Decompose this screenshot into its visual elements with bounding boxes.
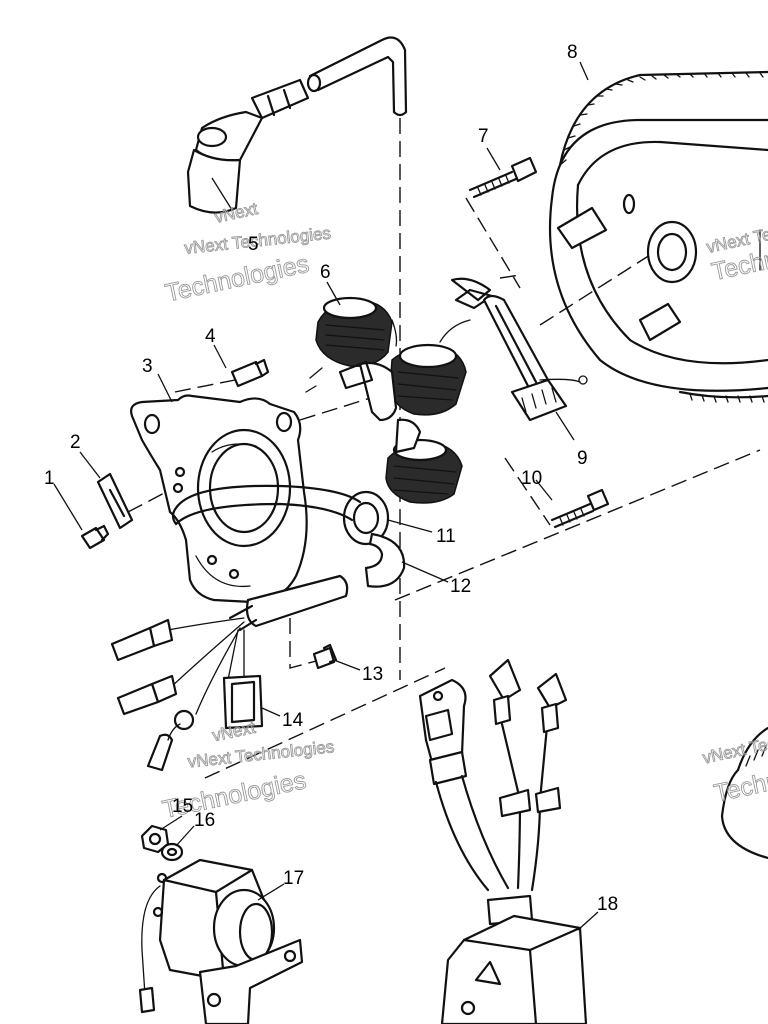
callout-8: 8: [567, 42, 578, 63]
callout-3: 3: [142, 356, 153, 377]
callouts: 1 2 3 4 5 6 7 8 9 10 11 12 13 14 15 16 1…: [44, 42, 618, 915]
partial-part-right-edge: [720, 726, 768, 860]
callout-5: 5: [248, 234, 259, 255]
screw-10: [550, 488, 610, 529]
callout-10: 10: [521, 468, 542, 489]
flywheel: [548, 70, 768, 403]
callout-17: 17: [283, 868, 304, 889]
callout-2: 2: [70, 432, 81, 453]
callout-6: 6: [320, 262, 331, 283]
clip-2: [96, 472, 134, 530]
callout-4: 4: [205, 326, 216, 347]
screw-7: [468, 156, 538, 199]
callout-9: 9: [577, 448, 588, 469]
callout-16: 16: [194, 810, 215, 831]
watermark-line3: Technologies: [163, 250, 312, 308]
stator: [305, 296, 467, 504]
callout-12: 12: [450, 576, 471, 597]
pulser-coil: [439, 277, 588, 422]
callout-13: 13: [362, 664, 383, 685]
callout-1: 1: [44, 468, 55, 489]
wire-harness-tube: [171, 484, 406, 632]
watermark-line2-lower: vNext Technologies: [187, 737, 335, 771]
screw-1: [80, 524, 110, 550]
leader-lines: [53, 61, 599, 931]
callout-11: 11: [436, 526, 456, 547]
stator-base-plate: [130, 394, 308, 604]
wire-connectors: [110, 617, 264, 772]
cdi-box: [440, 914, 588, 1024]
watermark-line1-lower: vNext: [211, 718, 258, 746]
screw-4: [230, 358, 270, 388]
callout-14: 14: [282, 710, 304, 731]
callout-7: 7: [478, 126, 489, 147]
starter-solenoid: [138, 858, 304, 1024]
screw-13: [312, 643, 338, 670]
callout-18: 18: [597, 894, 618, 915]
grommet: [342, 490, 390, 546]
callout-15: 15: [172, 796, 193, 817]
spark-plug-lead: [186, 36, 408, 214]
watermark-line2-lower-right: vNext Technologies: [701, 718, 768, 767]
nut-washer: [140, 824, 184, 862]
cdi-harness: [418, 658, 568, 926]
